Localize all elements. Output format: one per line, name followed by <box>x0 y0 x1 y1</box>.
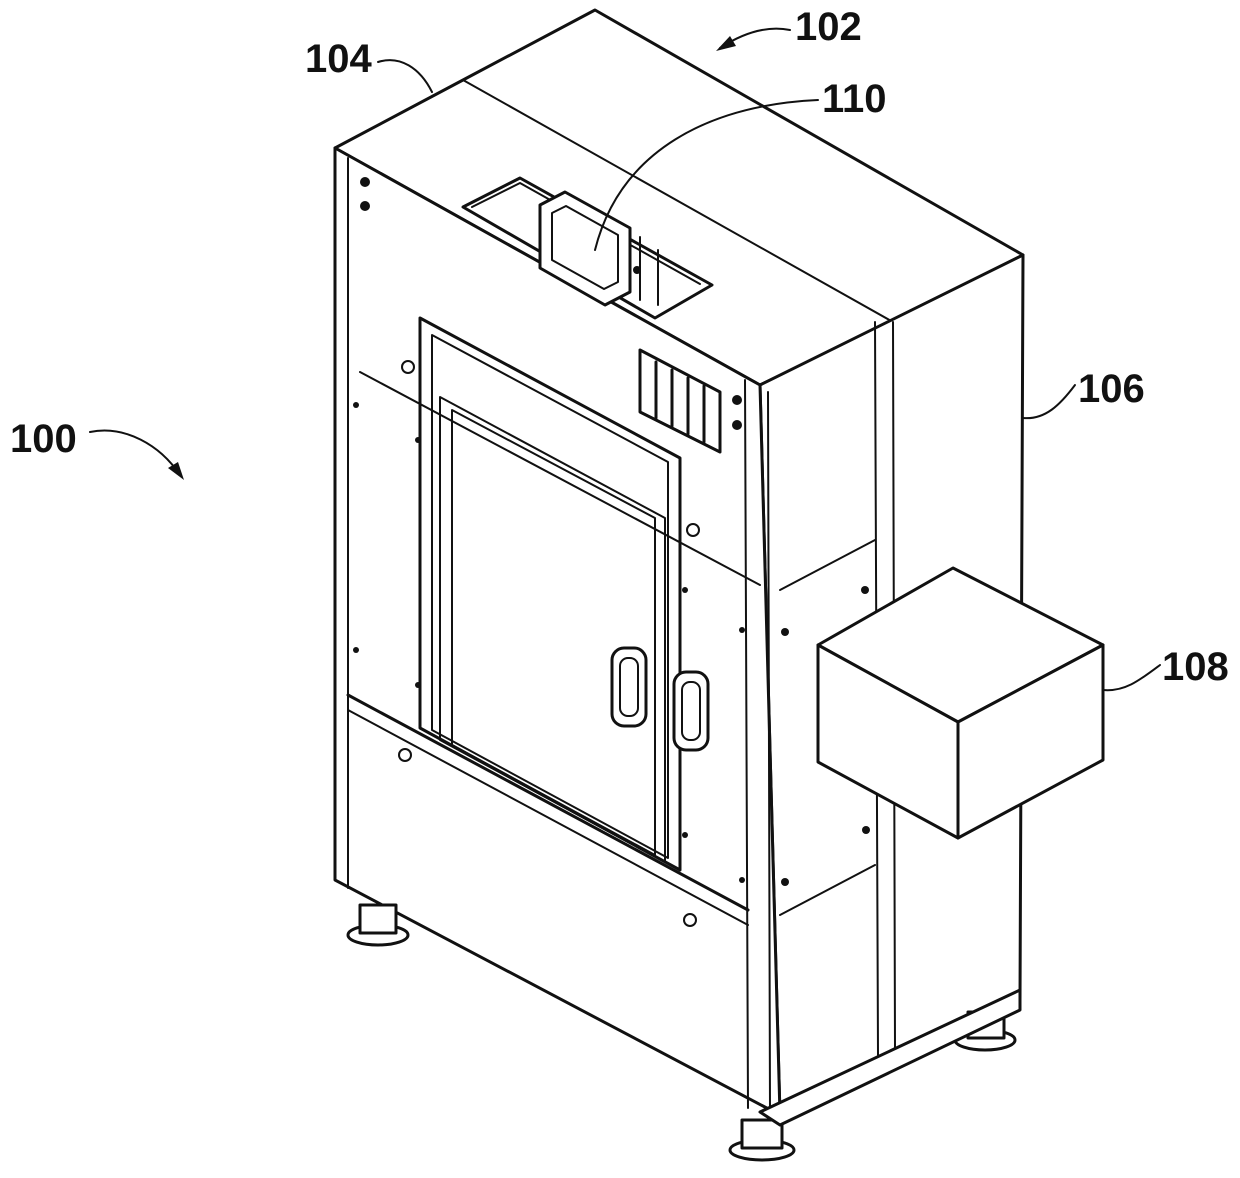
front-bolt <box>415 437 421 443</box>
side-bolt <box>781 628 789 636</box>
leader-104 <box>378 60 432 92</box>
front-bolt <box>415 682 421 688</box>
foot-stem <box>742 1120 782 1148</box>
side-bolt <box>861 586 869 594</box>
front-bolt <box>360 177 370 187</box>
front-bolt <box>353 402 359 408</box>
label-top-display: 110 <box>822 77 887 121</box>
side-bolt <box>862 826 870 834</box>
front-bolt <box>353 647 359 653</box>
front-bolt <box>739 627 745 633</box>
label-system: 100 <box>10 417 77 461</box>
leader-106 <box>1023 385 1075 418</box>
front-bolt <box>739 877 745 883</box>
foot-stem <box>360 905 396 933</box>
arrowhead-100 <box>168 462 184 480</box>
front-bolt <box>360 201 370 211</box>
door-handle-left <box>612 648 646 726</box>
front-bolt <box>682 832 688 838</box>
front-bolt <box>732 395 742 405</box>
door-handle-right <box>674 672 708 750</box>
leader-100 <box>90 431 180 475</box>
leader-108 <box>1103 665 1160 690</box>
front-bolt <box>682 587 688 593</box>
label-enclosure: 102 <box>795 5 862 49</box>
label-side-box: 108 <box>1162 645 1229 689</box>
side-bolt <box>781 878 789 886</box>
front-bolt <box>732 420 742 430</box>
display-button <box>633 266 641 274</box>
label-side-section: 106 <box>1078 367 1145 411</box>
arrowhead-102 <box>716 36 736 51</box>
label-front-panel: 104 <box>305 37 372 81</box>
